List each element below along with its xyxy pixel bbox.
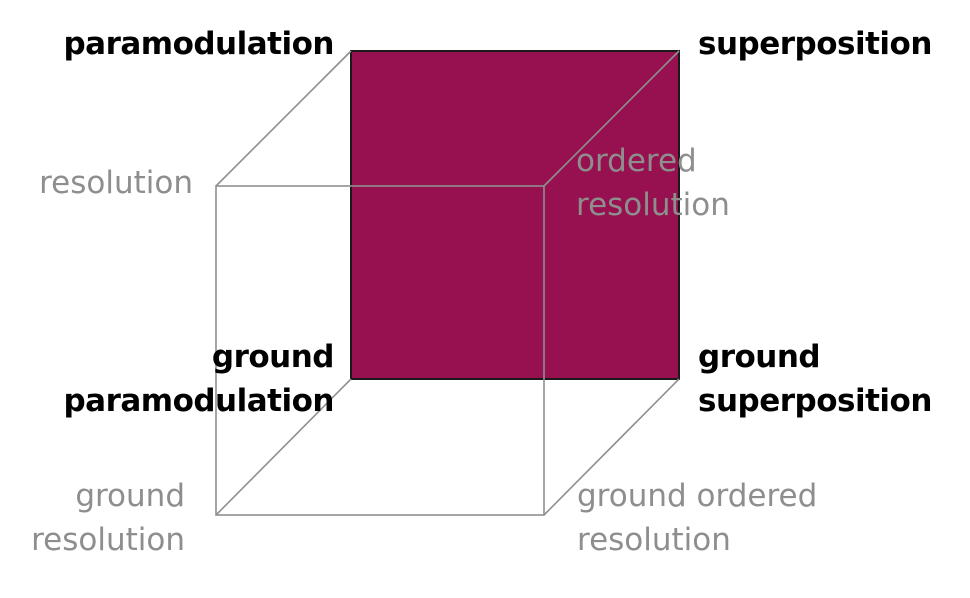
- label-ground-superposition: ground superposition: [698, 335, 932, 423]
- label-ordered-resolution: ordered resolution: [576, 139, 730, 227]
- label-ground-resolution-line1: ground: [75, 478, 185, 514]
- edge-bottom-left: [215, 378, 352, 516]
- label-ordered-resolution-line2: resolution: [576, 187, 730, 223]
- label-ground-ordered-resolution: ground ordered resolution: [577, 474, 817, 562]
- label-resolution: resolution: [39, 161, 193, 205]
- label-ground-paramodulation-line2: paramodulation: [63, 383, 334, 419]
- label-ground-ordered-resolution-line1: ground ordered: [577, 478, 818, 514]
- cube-back-edges: [215, 50, 680, 516]
- label-ground-resolution: ground resolution: [31, 474, 185, 562]
- label-superposition: superposition: [698, 22, 932, 66]
- label-paramodulation: paramodulation: [63, 22, 334, 66]
- label-superposition-text: superposition: [698, 26, 932, 62]
- label-ground-superposition-line2: superposition: [698, 383, 932, 419]
- label-resolution-text: resolution: [39, 165, 193, 201]
- label-ground-ordered-resolution-line2: resolution: [577, 522, 731, 558]
- label-ground-superposition-line1: ground: [698, 339, 821, 375]
- label-ground-paramodulation-line1: ground: [211, 339, 335, 375]
- label-ordered-resolution-line1: ordered: [576, 143, 697, 179]
- edge-bottom-right: [543, 378, 680, 516]
- label-ground-paramodulation: ground paramodulation: [63, 335, 334, 423]
- edge-top-left: [215, 50, 352, 187]
- edge-top-right: [543, 50, 680, 187]
- label-ground-resolution-line2: resolution: [31, 522, 185, 558]
- cube-back-square: [215, 185, 545, 516]
- label-paramodulation-text: paramodulation: [63, 26, 334, 62]
